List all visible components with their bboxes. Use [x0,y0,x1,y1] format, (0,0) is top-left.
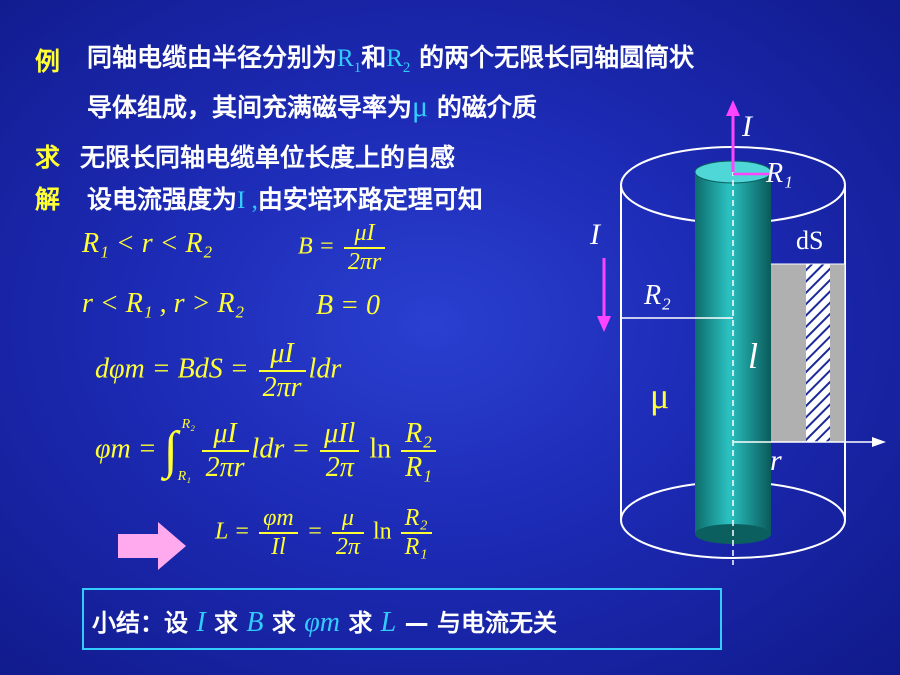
summary-find-1: 求 [214,609,239,637]
problem-line-2: 导体组成，其间充满磁导率为μ 的磁介质 [87,88,537,124]
label-r: r [770,444,782,477]
result-arrow [118,522,186,570]
problem-line-1: 同轴电缆由半径分别为R1和R2 的两个无限长同轴圆筒状 [87,38,694,77]
summary-box [82,588,722,650]
solution-label: 解 [35,185,61,214]
summary-find-2: 求 [271,609,296,637]
r-axis-arrow [733,437,886,447]
summary-suffix: — 与电流无关 [404,609,557,637]
label-current-left: I [590,218,600,251]
r2-symbol: R2 [386,45,411,76]
label-mu: μ [650,376,670,416]
solution-line: 设电流强度为I ,由安培环路定理可知 [87,180,483,216]
problem-text-and: 和 [361,43,387,72]
label-r2: R₂ [644,280,671,311]
summary-line: 小结：设 I 求 B 求 φm 求 L — 与电流无关 [92,603,557,639]
b-zero-equation: B = 0 [316,290,380,321]
summary-i: I [196,607,206,638]
summary-find-3: 求 [348,609,373,637]
area-element-ds [769,263,846,443]
find-label: 求 [35,143,61,172]
solution-current: I , [237,187,258,214]
example-label: 例 [35,47,61,76]
summary-l: L [380,607,397,638]
solution-text-a: 设电流强度为 [87,185,238,214]
condition-outside: r < R₁ , r > R₂ [82,288,245,319]
summary-prefix: 小结：设 [92,609,188,637]
label-r1: R₁ [766,158,793,189]
problem-text-1b: 的两个无限长同轴圆筒状 [419,43,695,72]
problem-text-2b: 的磁介质 [436,93,537,122]
label-ds: dS [796,226,824,255]
condition-inside: R₁ < r < R₂ [82,228,213,259]
mu-symbol: μ [412,90,429,123]
current-arrow-up [726,100,740,172]
solution-text-b: 由安培环路定理可知 [257,185,483,214]
label-current-top: I [742,110,752,143]
r1-symbol: R1 [337,45,362,76]
problem-text-2a: 导体组成，其间充满磁导率为 [87,93,413,122]
summary-b: B [246,607,264,638]
summary-phi: φm [304,607,340,638]
current-arrow-down [597,258,611,332]
label-length: l [748,336,759,376]
problem-text-1a: 同轴电缆由半径分别为 [87,43,338,72]
find-text: 无限长同轴电缆单位长度上的自感 [80,143,456,172]
